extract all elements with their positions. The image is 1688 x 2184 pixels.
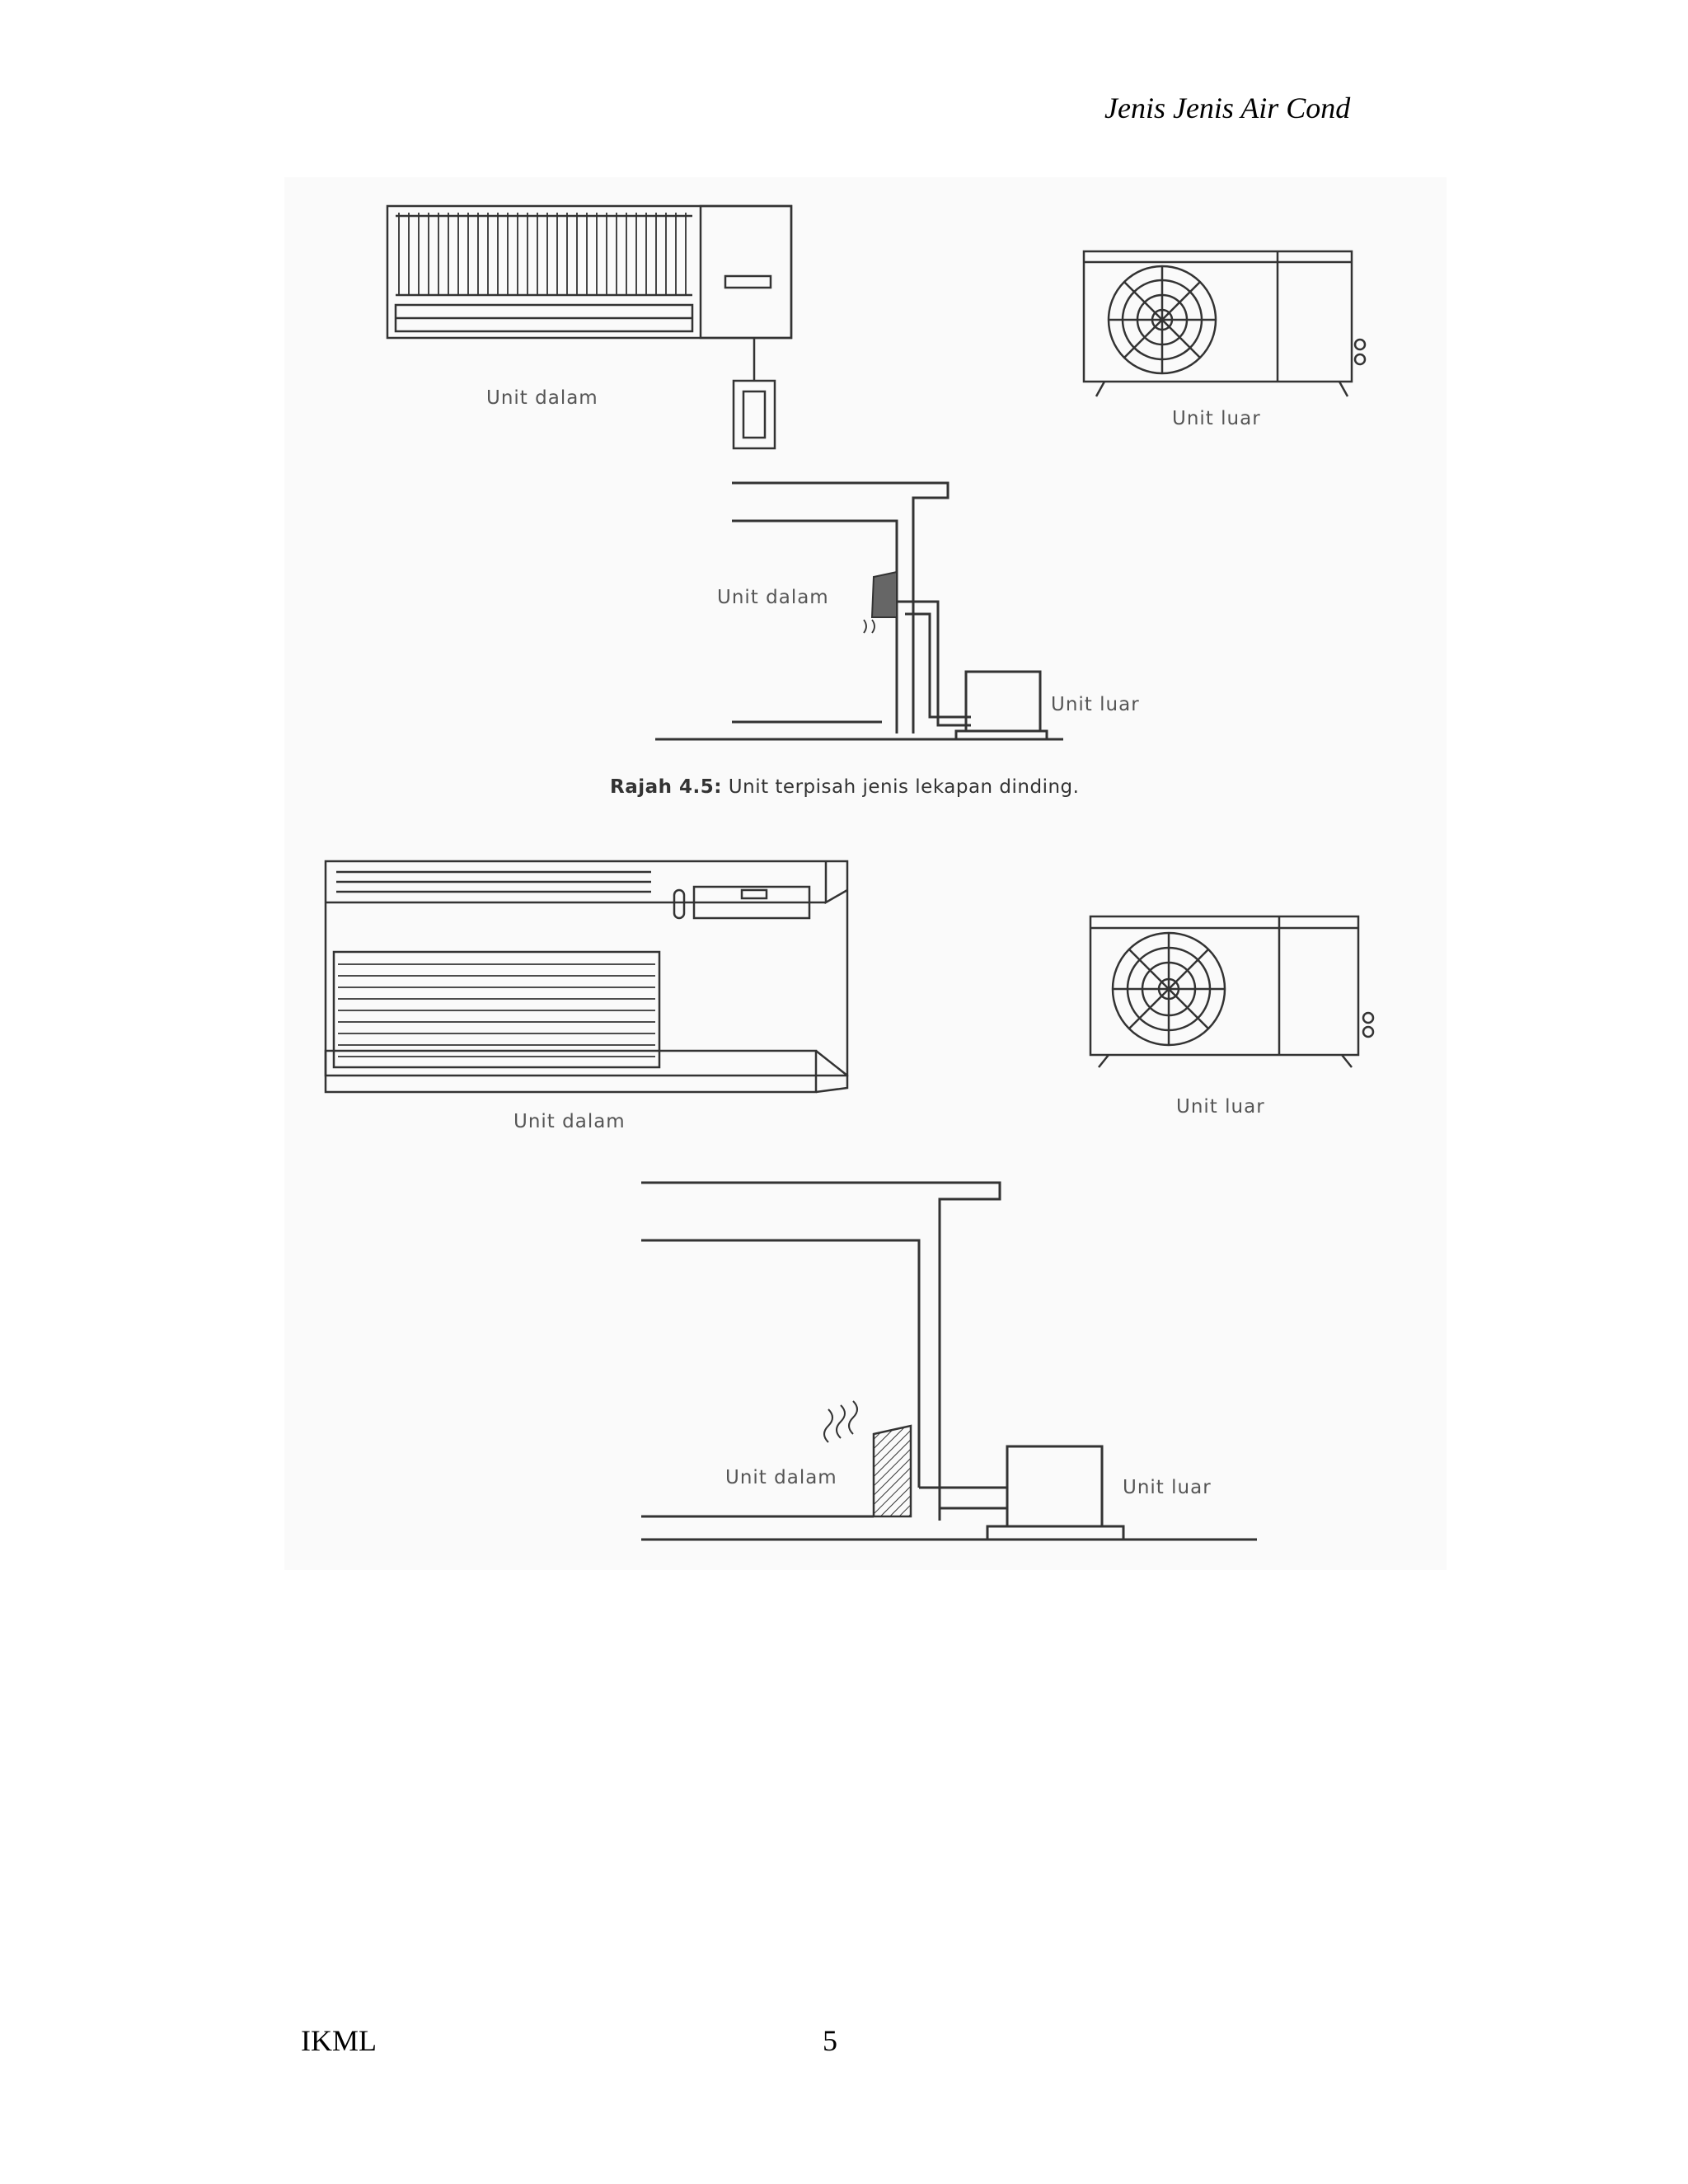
section-view-1 [655,481,1063,741]
figure1-section-outdoor-label: Unit luar [1051,694,1140,715]
caption-number: Rajah 4.5: [610,776,722,798]
wall-mounted-indoor-unit [386,204,793,340]
section-2-indoor-unit [872,1424,912,1518]
scanned-figure-area [284,177,1447,1570]
remote-control [732,338,776,450]
figure1-caption: Rajah 4.5: Unit terpisah jenis lekapan d… [610,776,1079,798]
figure2-outdoor-label: Unit luar [1176,1096,1265,1118]
section-1-indoor-unit [870,570,898,618]
outdoor-unit-1 [1082,250,1367,397]
console-indoor-unit [324,860,849,1094]
figure2-section-outdoor-label: Unit luar [1123,1477,1212,1498]
footer-page-number: 5 [823,2024,837,2057]
page-header-title: Jenis Jenis Air Cond [1104,91,1351,124]
section-view-2 [641,1181,1257,1541]
figure1-outdoor-label: Unit luar [1172,408,1261,429]
figure2-indoor-label: Unit dalam [513,1111,626,1132]
indoor-unit-fins [398,213,687,295]
caption-text: Unit terpisah jenis lekapan dinding. [721,776,1080,798]
figure1-indoor-label: Unit dalam [486,387,598,409]
console-grille-lines [338,963,655,1057]
outdoor-unit-2 [1089,915,1375,1068]
figure2-section-indoor-label: Unit dalam [725,1467,837,1488]
footer-org: IKML [301,2024,377,2057]
figure1-section-indoor-label: Unit dalam [717,587,829,608]
